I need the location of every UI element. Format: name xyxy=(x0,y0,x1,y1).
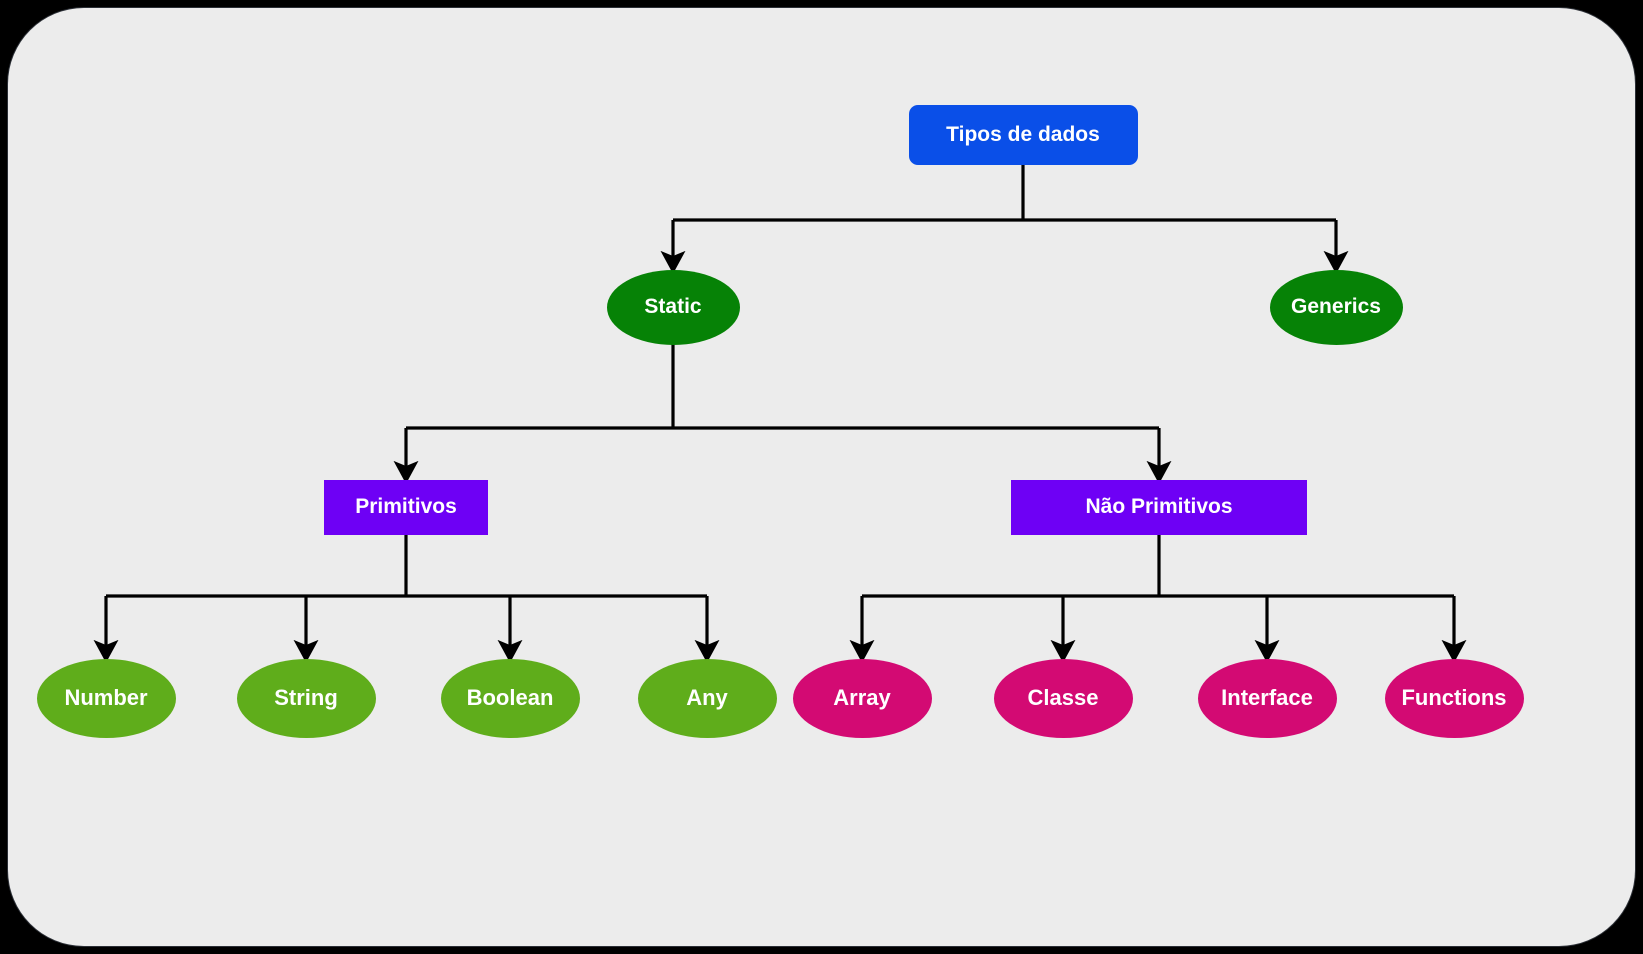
node-label: Number xyxy=(64,684,148,710)
node-classe[interactable]: Classe xyxy=(993,658,1133,738)
diagram-frame xyxy=(8,8,1635,946)
node-generics[interactable]: Generics xyxy=(1269,269,1403,345)
node-any[interactable]: Any xyxy=(637,658,777,738)
node-label: Interface xyxy=(1221,684,1313,710)
node-tipos-de-dados[interactable]: Tipos de dados xyxy=(908,105,1138,165)
node-boolean[interactable]: Boolean xyxy=(440,658,580,738)
node-label: Array xyxy=(833,684,891,710)
node-label: Any xyxy=(686,684,728,710)
node-nao-primitivos[interactable]: Não Primitivos xyxy=(1011,479,1307,535)
node-string[interactable]: String xyxy=(236,658,376,738)
node-array[interactable]: Array xyxy=(792,658,932,738)
node-interface[interactable]: Interface xyxy=(1197,658,1337,738)
node-functions[interactable]: Functions xyxy=(1384,658,1524,738)
node-label: Tipos de dados xyxy=(946,123,1100,147)
node-number[interactable]: Number xyxy=(36,658,176,738)
node-label: Boolean xyxy=(466,684,554,710)
node-label: Classe xyxy=(1027,684,1099,710)
node-label: Não Primitivos xyxy=(1085,495,1233,519)
node-primitivos[interactable]: Primitivos xyxy=(324,479,488,535)
node-label: Functions xyxy=(1401,684,1507,710)
node-label: Generics xyxy=(1291,295,1381,319)
node-label: Static xyxy=(644,295,702,319)
node-static[interactable]: Static xyxy=(606,269,740,345)
node-label: Primitivos xyxy=(355,495,457,519)
node-label: String xyxy=(274,684,338,710)
